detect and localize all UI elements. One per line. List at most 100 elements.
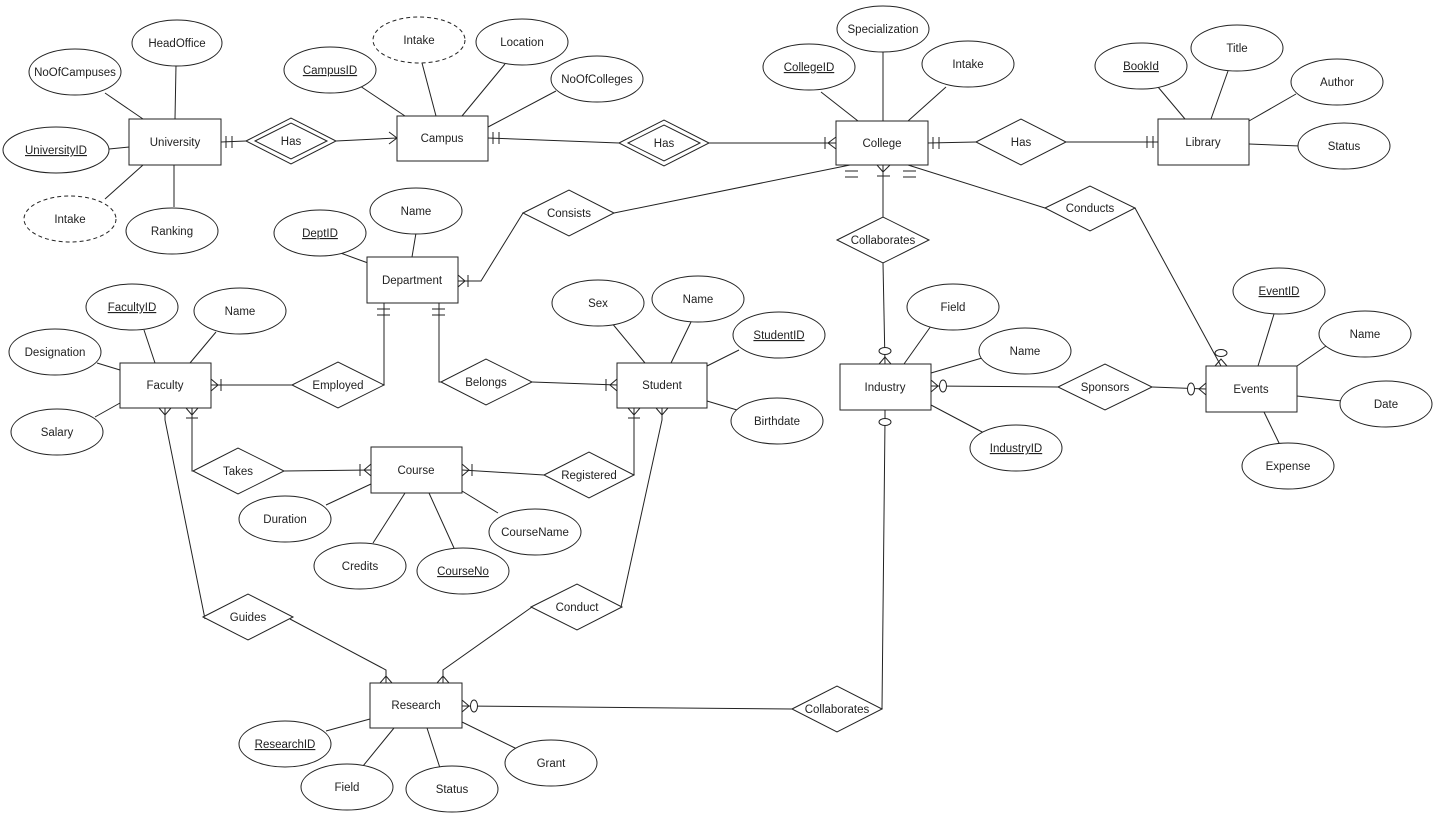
attribute-name[interactable]: Name: [193, 287, 287, 335]
entity-industry[interactable]: Industry: [839, 363, 932, 411]
attribute-name[interactable]: Name: [1318, 310, 1412, 358]
attribute-label: Date: [1374, 399, 1398, 411]
attribute-label: Field: [941, 302, 966, 314]
attribute-noofcampuses[interactable]: NoOfCampuses: [28, 48, 122, 96]
attribute-eventid-key[interactable]: EventID: [1232, 267, 1326, 315]
attribute-label: Title: [1226, 43, 1247, 55]
entity-university[interactable]: University: [128, 118, 222, 166]
attribute-salary[interactable]: Salary: [10, 408, 104, 456]
attribute-ranking[interactable]: Ranking: [125, 207, 219, 255]
entity-label: University: [150, 137, 201, 149]
entity-student[interactable]: Student: [616, 362, 708, 409]
attribute-author[interactable]: Author: [1290, 58, 1384, 106]
attribute-intake-derived[interactable]: Intake: [23, 195, 117, 243]
entity-label: Events: [1233, 384, 1268, 396]
attribute-deptid-key[interactable]: DeptID: [273, 209, 367, 257]
relationship-label: Consists: [547, 208, 591, 220]
attribute-title[interactable]: Title: [1190, 24, 1284, 72]
entity-faculty[interactable]: Faculty: [119, 362, 212, 409]
relationship-registered[interactable]: Registered: [542, 451, 636, 499]
attribute-label: Duration: [263, 514, 306, 526]
attribute-label: Birthdate: [754, 416, 800, 428]
attribute-label: Specialization: [848, 24, 919, 36]
relationship-takes[interactable]: Takes: [191, 447, 286, 495]
attribute-headoffice[interactable]: HeadOffice: [131, 19, 223, 67]
attribute-industryid-key[interactable]: IndustryID: [969, 424, 1063, 472]
attribute-label: Intake: [403, 35, 434, 47]
relationship-label: Takes: [223, 466, 253, 478]
relationship-has-college-library[interactable]: Has: [974, 118, 1068, 166]
attribute-duration[interactable]: Duration: [238, 495, 332, 543]
attribute-label: IndustryID: [990, 443, 1042, 455]
attribute-label: Designation: [25, 347, 86, 359]
attribute-designation[interactable]: Designation: [8, 328, 102, 376]
attribute-collegeid-key[interactable]: CollegeID: [762, 43, 856, 91]
relationship-guides[interactable]: Guides: [201, 593, 295, 641]
relationship-label: Belongs: [465, 377, 507, 389]
attribute-coursename[interactable]: CourseName: [488, 508, 582, 556]
relationship-conducts[interactable]: Conducts: [1043, 185, 1137, 232]
relationship-conduct[interactable]: Conduct: [529, 583, 624, 631]
relationship-sponsors[interactable]: Sponsors: [1056, 363, 1154, 411]
attribute-birthdate[interactable]: Birthdate: [730, 397, 824, 445]
attribute-label: Author: [1320, 77, 1354, 89]
attribute-expense[interactable]: Expense: [1241, 442, 1335, 490]
attribute-label: Grant: [537, 758, 567, 770]
attribute-facultyid-key[interactable]: FacultyID: [85, 283, 179, 331]
attribute-label: Name: [1350, 329, 1381, 341]
relationship-has-university-campus[interactable]: Has: [244, 117, 338, 165]
attribute-label: Salary: [41, 427, 74, 439]
relationship-label: Registered: [561, 470, 617, 482]
attribute-status[interactable]: Status: [1297, 122, 1391, 170]
attribute-researchid-key[interactable]: ResearchID: [238, 720, 332, 768]
relationship-label: Has: [281, 136, 302, 148]
relationship-has-campus-college[interactable]: Has: [617, 119, 711, 167]
attribute-label: Status: [436, 784, 469, 796]
attribute-intake-derived[interactable]: Intake: [372, 16, 466, 64]
attribute-specialization[interactable]: Specialization: [836, 5, 930, 53]
entity-department[interactable]: Department: [366, 256, 459, 304]
entity-library[interactable]: Library: [1157, 118, 1250, 166]
attribute-status[interactable]: Status: [405, 765, 499, 813]
attribute-campusid-key[interactable]: CampusID: [283, 46, 377, 94]
attribute-intake[interactable]: Intake: [921, 40, 1015, 88]
relationship-employed[interactable]: Employed: [290, 361, 386, 409]
attribute-universityid-key[interactable]: UniversityID: [2, 126, 110, 174]
attribute-label: UniversityID: [25, 145, 87, 157]
relationship-collaborates-college-industry[interactable]: Collaborates: [835, 216, 931, 264]
relationship-belongs[interactable]: Belongs: [439, 358, 534, 406]
entity-events[interactable]: Events: [1205, 365, 1298, 413]
attribute-bookid-key[interactable]: BookId: [1094, 42, 1188, 90]
attribute-studentid-key[interactable]: StudentID: [732, 311, 826, 359]
attribute-label: Ranking: [151, 226, 193, 238]
attribute-location[interactable]: Location: [475, 18, 569, 66]
relationship-collaborates-research-industry[interactable]: Collaborates: [790, 685, 884, 733]
attribute-name[interactable]: Name: [978, 327, 1072, 375]
attribute-label: StudentID: [753, 330, 804, 342]
attribute-label: Name: [401, 206, 432, 218]
attribute-courseno-key[interactable]: CourseNo: [416, 547, 510, 595]
relationship-label: Conduct: [556, 602, 600, 614]
attribute-label: CollegeID: [784, 62, 835, 74]
attribute-field[interactable]: Field: [906, 283, 1000, 331]
attribute-date[interactable]: Date: [1339, 380, 1433, 428]
attribute-name[interactable]: Name: [651, 275, 745, 323]
entity-course[interactable]: Course: [370, 446, 463, 494]
relationship-label: Has: [654, 138, 675, 150]
relationship-label: Guides: [230, 612, 267, 624]
attribute-noofcolleges[interactable]: NoOfColleges: [550, 55, 644, 103]
attribute-label: Sex: [588, 298, 608, 310]
entity-research[interactable]: Research: [369, 682, 463, 729]
entity-college[interactable]: College: [835, 120, 929, 166]
entity-campus[interactable]: Campus: [396, 115, 489, 162]
attribute-label: Intake: [952, 59, 983, 71]
entity-label: Industry: [865, 382, 906, 394]
entity-label: Campus: [421, 133, 464, 145]
attribute-sex[interactable]: Sex: [551, 279, 645, 327]
attribute-credits[interactable]: Credits: [313, 542, 407, 590]
attribute-name[interactable]: Name: [369, 187, 463, 235]
relationship-consists[interactable]: Consists: [521, 189, 616, 237]
attribute-field[interactable]: Field: [300, 763, 394, 811]
relationship-label: Sponsors: [1081, 382, 1130, 394]
attribute-grant[interactable]: Grant: [504, 739, 598, 787]
